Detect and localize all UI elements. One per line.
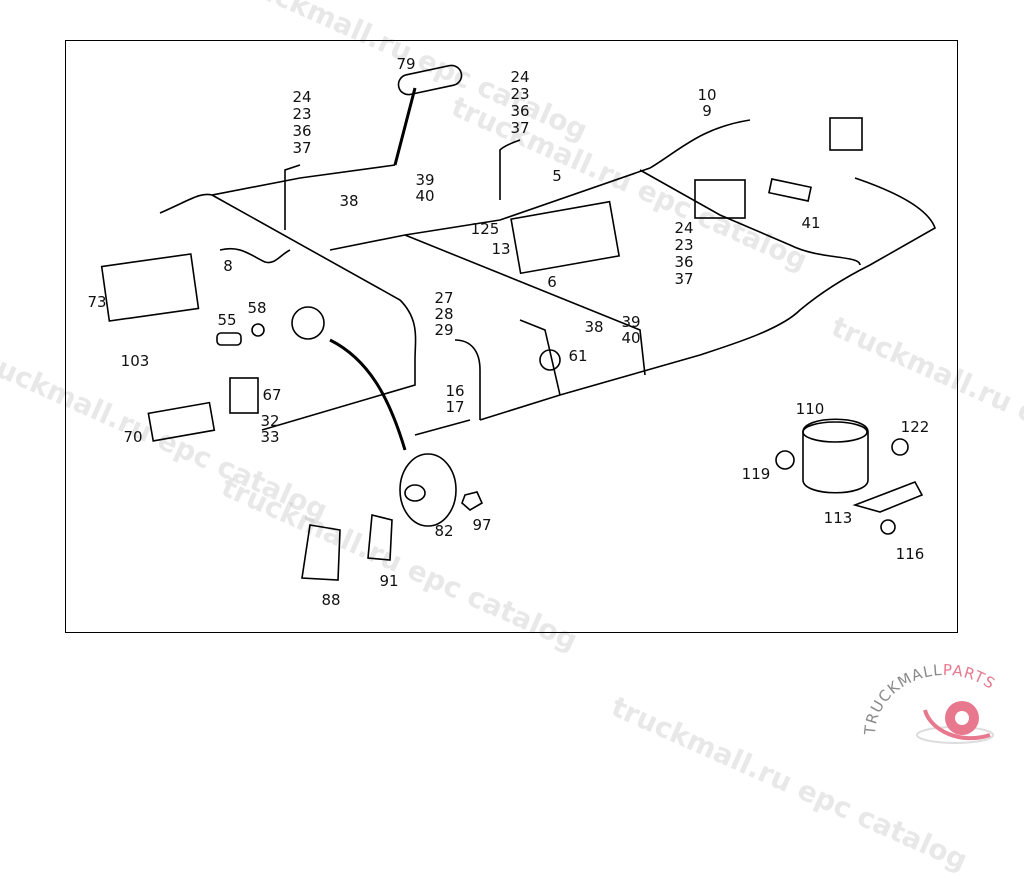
callout-13: 13: [491, 240, 511, 258]
harness-mid: [519, 169, 861, 396]
harness-long: [329, 119, 751, 376]
callout-70: 70: [123, 428, 143, 446]
part-82-inner: [404, 484, 426, 502]
part-113-bracket: [852, 481, 924, 513]
callout-39-40: 39 40: [621, 313, 641, 347]
part-97-nut: [461, 491, 484, 511]
arrow-82: [329, 338, 407, 451]
part-41: [768, 178, 812, 202]
part-122-bolt: [891, 438, 909, 456]
logo-text: TRUCKMALLPARTS: [861, 661, 998, 737]
callout-8: 8: [223, 257, 233, 275]
callout-38: 38: [339, 192, 359, 210]
part-110-canister: [802, 418, 869, 494]
callout-6: 6: [547, 273, 557, 291]
part-6-module: [510, 200, 621, 275]
callout-116: 116: [895, 545, 925, 563]
callout-16-17: 16 17: [445, 382, 465, 416]
callout-27-28-29: 27 28 29: [434, 289, 454, 339]
callout-58: 58: [247, 299, 267, 317]
part-70: [147, 401, 216, 442]
harness-lower: [454, 177, 936, 421]
callout-39-40: 39 40: [415, 171, 435, 205]
part-79-tube: [397, 64, 463, 96]
callout-55: 55: [217, 311, 237, 329]
callout-82: 82: [434, 522, 454, 540]
callout-61: 61: [568, 347, 588, 365]
callout-38: 38: [584, 318, 604, 336]
part-110-top: [802, 421, 868, 443]
callout-32-33: 32 33: [260, 412, 280, 446]
callout-103: 103: [120, 352, 150, 370]
callout-122: 122: [900, 418, 930, 436]
part-67-switch: [229, 377, 259, 414]
diagram-frame: [65, 40, 958, 633]
part-82-horn: [399, 453, 457, 527]
callout-24-23-36-37: 24 23 36 37: [292, 88, 312, 157]
callout-24-23-36-37: 24 23 36 37: [674, 219, 694, 288]
part-88-bracket: [301, 524, 341, 581]
part-55-bolt: [216, 332, 242, 346]
callout-10-9: 10 9: [697, 86, 717, 120]
svg-text:TRUCKMALLPARTS: TRUCKMALLPARTS: [861, 661, 999, 737]
callout-24-23-36-37: 24 23 36 37: [510, 68, 530, 137]
harness-main: [159, 164, 417, 431]
part-61-clip: [539, 349, 561, 371]
callout-119: 119: [741, 465, 771, 483]
callout-79: 79: [396, 55, 416, 73]
wiring-diagram: [100, 64, 936, 581]
callout-88: 88: [321, 591, 341, 609]
truckmall-parts-logo: TRUCKMALLPARTS: [861, 661, 999, 744]
part-91-bracket: [367, 513, 393, 561]
callout-110: 110: [795, 400, 825, 418]
callout-5: 5: [552, 167, 562, 185]
part-119-washer: [775, 450, 795, 470]
callout-125: 125: [470, 220, 500, 238]
callout-113: 113: [823, 509, 853, 527]
callout-41: 41: [801, 214, 821, 232]
callout-67: 67: [262, 386, 282, 404]
part-116-bolt: [880, 519, 896, 535]
part-58-dial: [291, 306, 325, 340]
part-73-control-unit: [100, 253, 200, 322]
arrow-79: [393, 87, 417, 166]
callout-73: 73: [87, 293, 107, 311]
callout-97: 97: [472, 516, 492, 534]
part-55-ring: [251, 323, 265, 337]
part-top-right: [829, 117, 863, 151]
harness-branch: [219, 139, 521, 436]
part-block: [694, 179, 746, 219]
callout-91: 91: [379, 572, 399, 590]
